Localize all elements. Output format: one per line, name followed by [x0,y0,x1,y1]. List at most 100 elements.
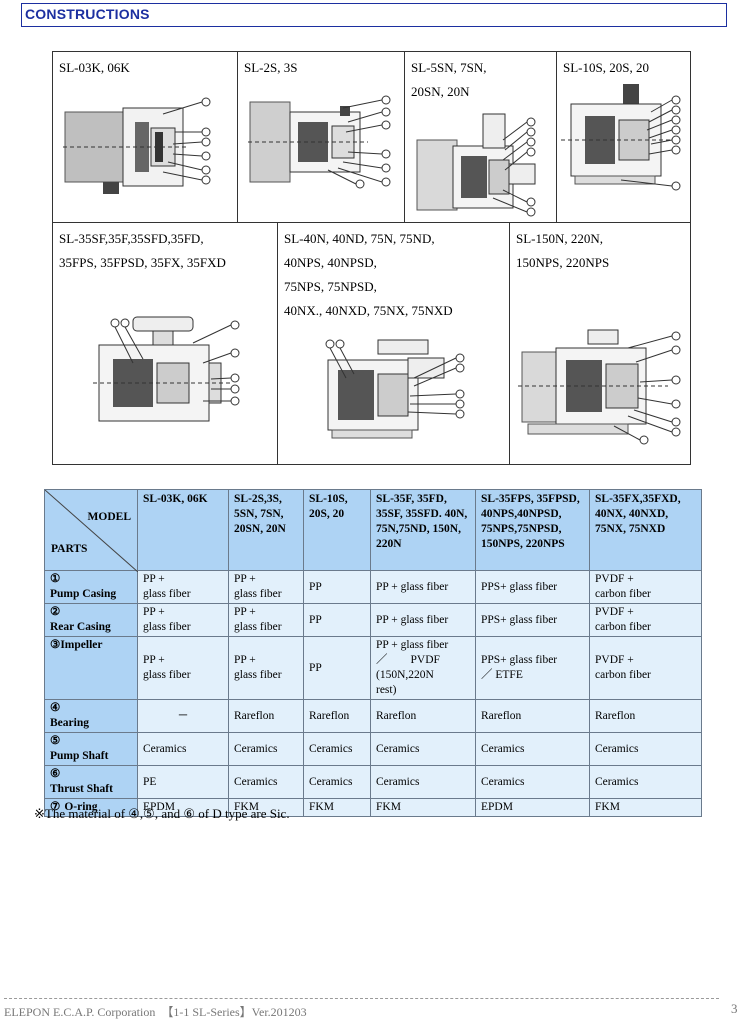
drawing-cell-sl-03k: SL-03K, 06K [53,52,238,223]
table-cell: Ceramics [370,732,476,766]
table-cell: PPS+ glass fiber [475,570,590,604]
part-name: Impeller [60,639,103,651]
table-cell: Ceramics [228,732,304,766]
table-cell: PP + glass fiber [228,570,304,604]
table-cell: PP + glass fiber [137,570,229,604]
section-title: CONSTRUCTIONS [25,6,150,22]
table-cell: PE [137,765,229,799]
table-cell: PP + glass fiber ／ PVDF (150N,220N rest) [370,636,476,700]
part-number: ① [50,573,61,585]
table-cell: PP + glass fiber [228,636,304,700]
table-cell: Ceramics [475,732,590,766]
table-cell: PP + glass fiber [370,570,476,604]
model-label: MODEL [87,511,131,523]
table-header-row: MODEL PARTS SL-03K, 06K SL-2S,3S, 5SN, 7… [44,489,702,572]
column-header: SL-35F, 35FD, 35SF, 35SFD. 40N, 75N,75ND… [370,489,476,571]
table-cell: PP + glass fiber [137,603,229,637]
column-header: SL-35FPS, 35FPSD, 40NPS,40NPSD, 75NPS,75… [475,489,590,571]
drawing-caption: SL-5SN, 7SN, 20SN, 20N [411,60,487,99]
table-cell: PP + glass fiber [228,603,304,637]
drawing-cell-sl-150n: SL-150N, 220N, 150NPS, 220NPS [510,223,691,465]
drawing-caption: SL-150N, 220N, 150NPS, 220NPS [516,231,610,270]
part-name: Bearing [50,717,89,729]
column-header: SL-2S,3S, 5SN, 7SN, 20SN, 20N [228,489,304,571]
table-cell: Ceramics [228,765,304,799]
table-cell: EPDM [137,798,229,817]
pump-cross-section-drawing [248,95,391,189]
pump-cross-section-drawing [561,84,681,191]
table-cell: PP [303,570,371,604]
table-cell: Rareflon [475,699,590,733]
column-header: SL-10S, 20S, 20 [303,489,371,571]
part-name-cell: ③Impeller [44,636,138,700]
table-cell: Ceramics [137,732,229,766]
pump-cross-section-drawing [93,316,240,422]
table-cell: Ceramics [303,732,371,766]
table-cell: PPS+ glass fiber [475,603,590,637]
table-cell: PP + glass fiber [370,603,476,637]
part-name: Thrust Shaft [50,783,113,795]
diagonal-divider [45,490,138,572]
part-number: ⑤ [50,735,61,747]
table-cell: FKM [589,798,702,817]
pump-cross-section-drawing [325,339,465,439]
page-number: 3 [731,1001,738,1016]
table-cell: PP [303,603,371,637]
section-title-box: CONSTRUCTIONS [21,3,727,27]
material-note: ※The material of ④,⑤, and ⑥ of D type ar… [34,806,290,821]
part-number: ② [50,606,61,618]
table-cell: PVDF + carbon fiber [589,636,702,700]
table-cell: Rareflon [228,699,304,733]
part-number: ③ [50,639,61,651]
drawing-cell-sl-40n: SL-40N, 40ND, 75N, 75ND, 40NPS, 40NPSD, … [278,223,510,465]
drawing-cell-sl-5sn: SL-5SN, 7SN, 20SN, 20N [405,52,557,223]
table-cell: FKM [303,798,371,817]
column-header: SL-03K, 06K [137,489,229,571]
footer-text: ELEPON E.C.A.P. Corporation 【1-1 SL-Seri… [4,1005,307,1019]
drawing-caption: SL-35SF,35F,35SFD,35FD, 35FPS, 35FPSD, 3… [59,231,226,270]
table-cell: Ceramics [475,765,590,799]
table-cell: PVDF + carbon fiber [589,603,702,637]
table-cell: FKM [370,798,476,817]
part-name-cell: ⑥ Thrust Shaft [44,765,138,799]
pump-cross-section-drawing [63,97,211,194]
table-cell: Rareflon [370,699,476,733]
pump-cross-section-drawing [416,113,536,217]
table-cell: EPDM [475,798,590,817]
materials-table: MODEL PARTS SL-03K, 06K SL-2S,3S, 5SN, 7… [44,489,702,817]
drawing-caption: SL-40N, 40ND, 75N, 75ND, 40NPS, 40NPSD, … [284,231,453,318]
drawing-cell-sl-35sf: SL-35SF,35F,35SFD,35FD, 35FPS, 35FPSD, 3… [53,223,278,465]
drawing-caption: SL-10S, 20S, 20 [563,60,649,75]
drawing-cell-sl-2s: SL-2S, 3S [238,52,405,223]
pump-cross-section-drawing [518,329,681,445]
table-cell: Ceramics [303,765,371,799]
table-corner-cell: MODEL PARTS [44,489,138,572]
table-cell: Ceramics [589,765,702,799]
part-number: ⑥ [50,768,61,780]
table-cell: PP + glass fiber [137,636,229,700]
part-number: ⑦ [50,801,61,813]
drawing-cell-sl-10s: SL-10S, 20S, 20 [557,52,691,223]
table-cell: PPS+ glass fiber ／ ETFE [475,636,590,700]
construction-drawings-grid: SL-03K, 06K SL-2S, 3S [52,51,691,465]
table-cell: － [137,699,229,733]
table-cell: PP [303,636,371,700]
parts-label: PARTS [51,543,88,555]
footer-divider [4,998,719,999]
table-cell: Ceramics [589,732,702,766]
table-cell: FKM [228,798,304,817]
drawing-caption: SL-2S, 3S [244,60,298,75]
column-header: SL-35FX,35FXD, 40NX, 40NXD, 75NX, 75NXD [589,489,702,571]
